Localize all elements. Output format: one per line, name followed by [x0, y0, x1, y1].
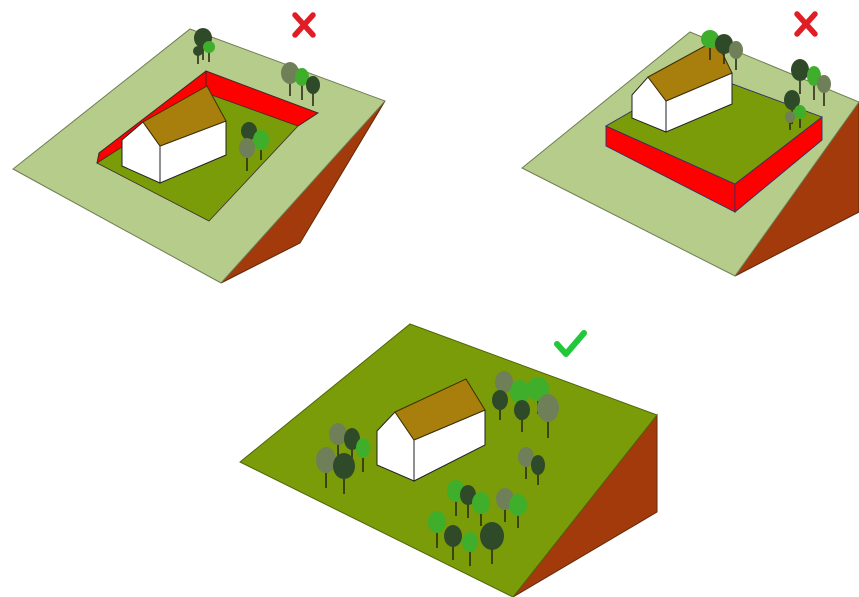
diagram-excavated-plot: [13, 15, 385, 283]
tree: [356, 438, 370, 458]
tree: [537, 394, 559, 422]
red-cross-icon: [797, 14, 815, 34]
tree: [306, 76, 320, 94]
tree: [729, 41, 743, 59]
tree: [785, 111, 795, 123]
tree: [817, 75, 831, 93]
tree: [316, 447, 336, 473]
tree: [333, 453, 355, 479]
tree: [203, 41, 215, 53]
tree: [791, 59, 809, 81]
tree: [794, 105, 806, 119]
tree: [492, 390, 508, 410]
tree: [480, 522, 504, 550]
tree: [428, 511, 446, 533]
diagram-natural-slope-plot: [240, 324, 657, 597]
tree: [531, 455, 545, 475]
green-check-icon: [557, 333, 584, 354]
tree: [472, 492, 490, 514]
tree: [509, 494, 527, 516]
tree: [193, 46, 203, 56]
tree: [239, 138, 255, 158]
tree: [253, 130, 269, 150]
tree: [514, 400, 530, 420]
red-cross-icon: [295, 15, 313, 35]
diagram-raised-plot: [522, 14, 859, 276]
tree: [444, 525, 462, 547]
tree: [462, 532, 478, 552]
